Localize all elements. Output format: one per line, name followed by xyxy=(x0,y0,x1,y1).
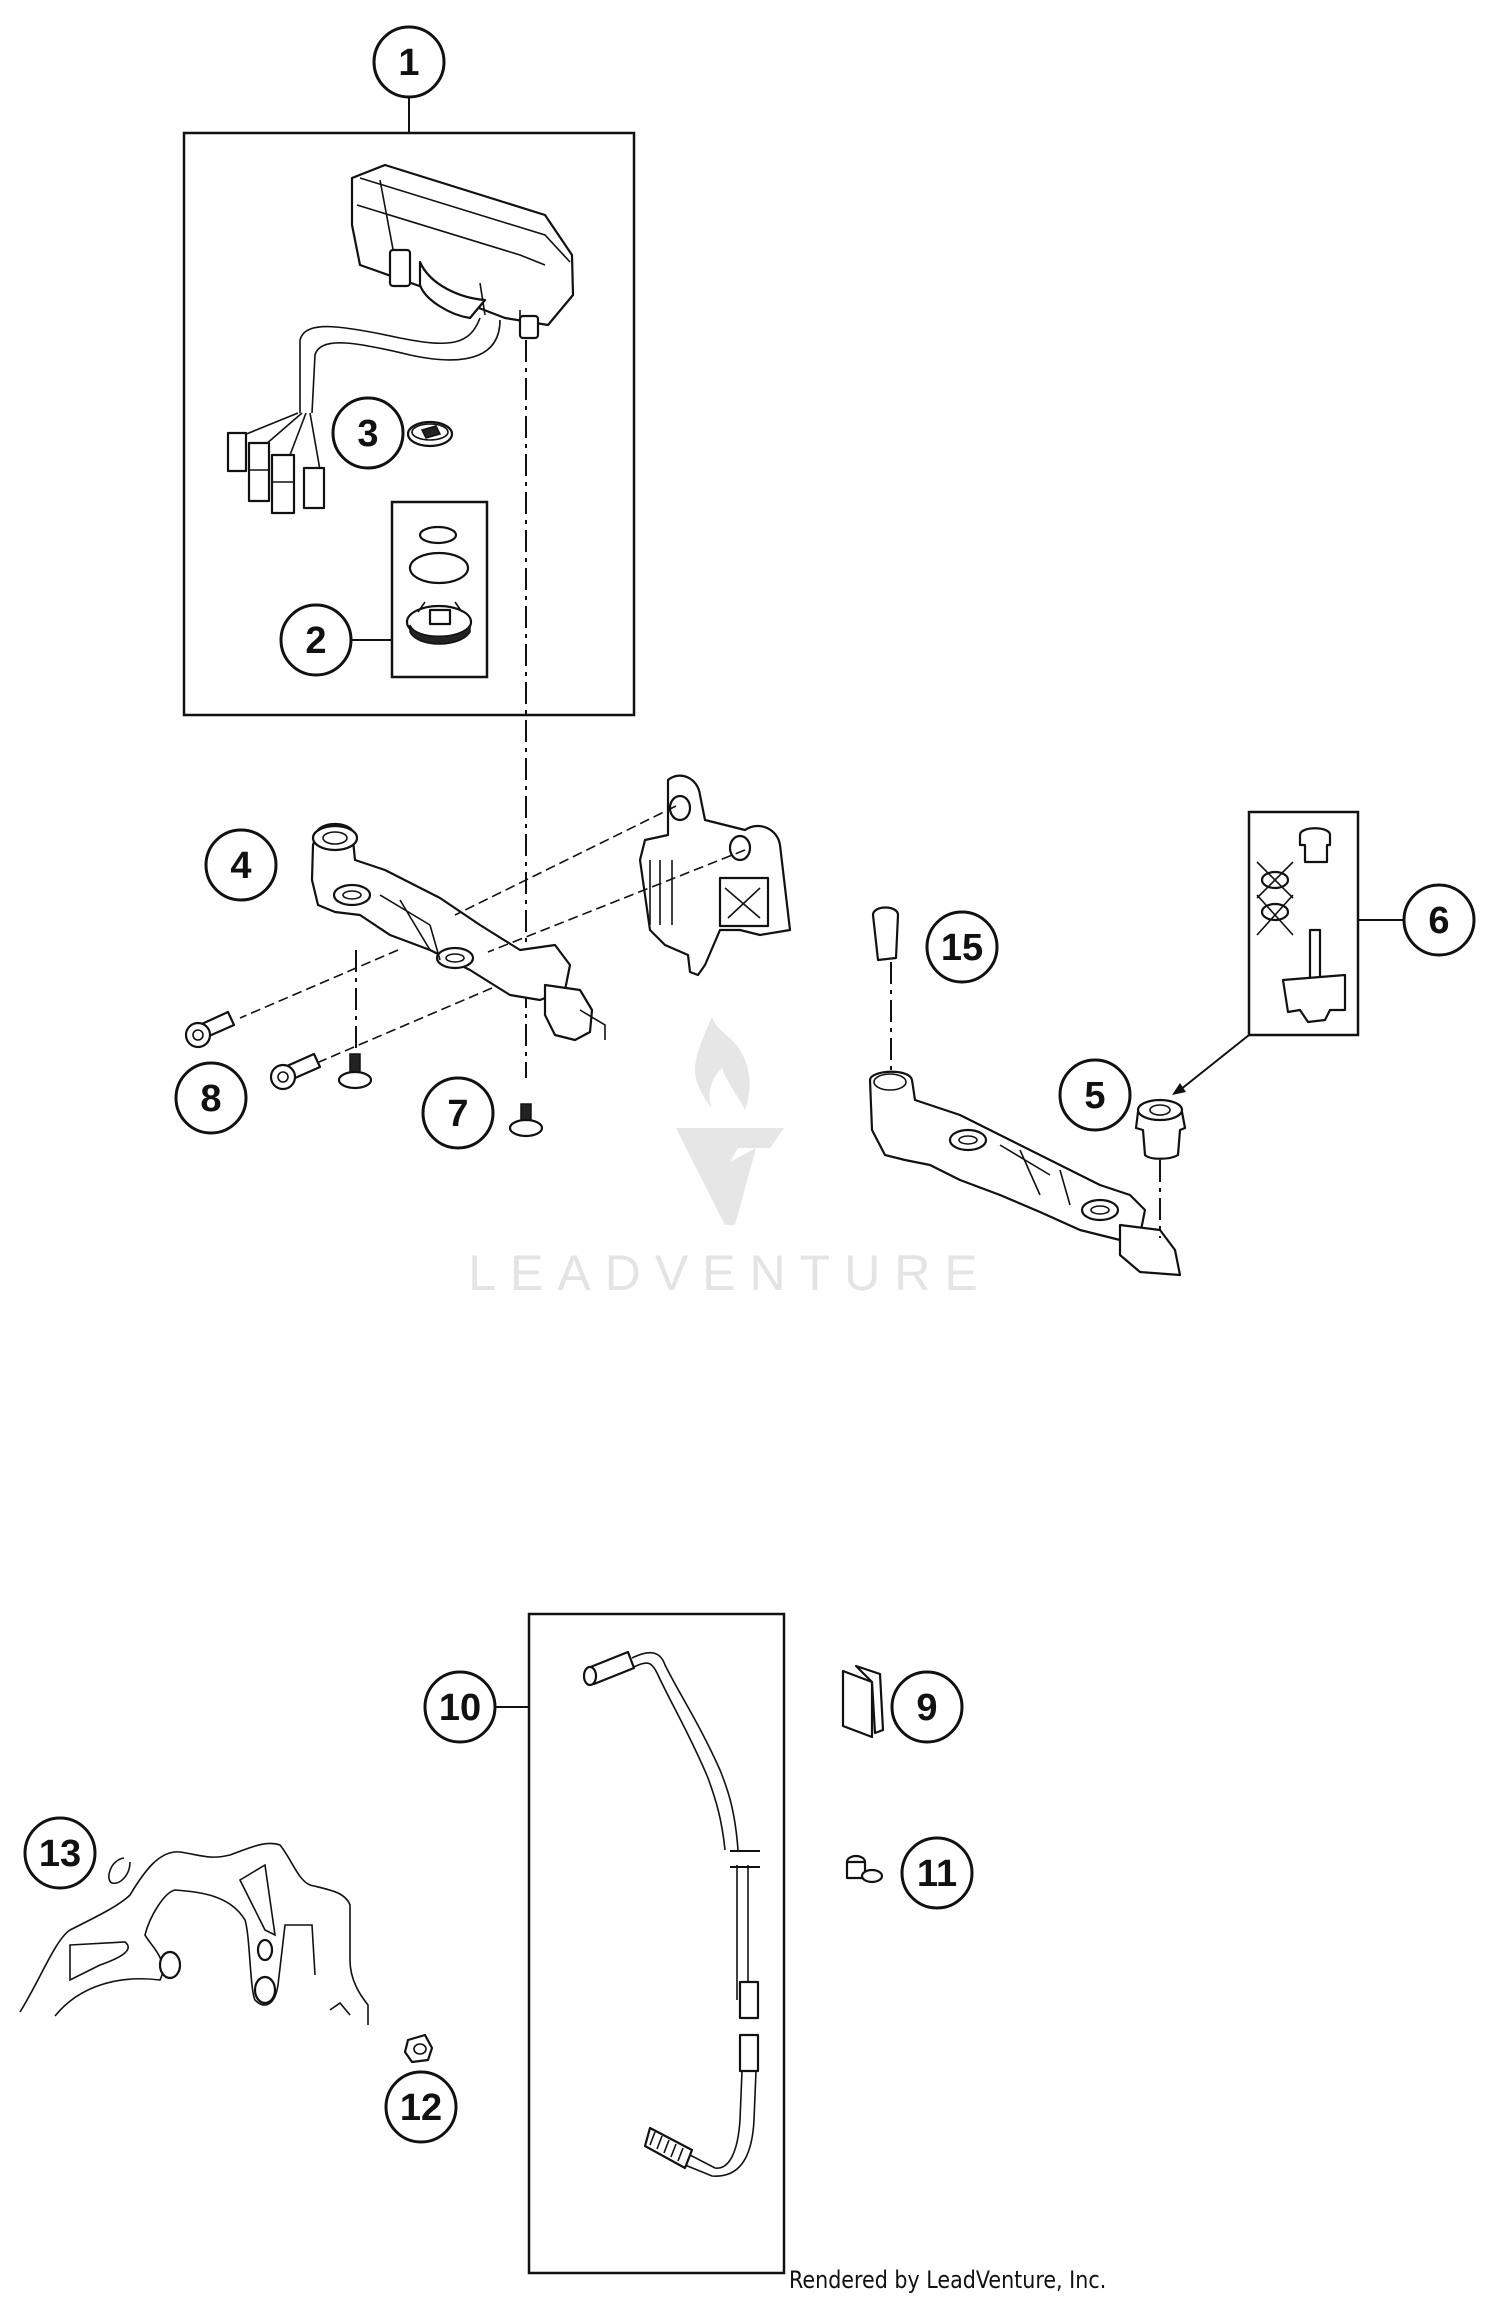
cable-clip-part[interactable] xyxy=(841,1664,885,1739)
callout-label: 15 xyxy=(941,927,983,969)
nut-12-part[interactable] xyxy=(403,2033,434,2064)
brake-caliper-bracket-part[interactable] xyxy=(19,1842,369,2025)
callout-label: 5 xyxy=(1084,1075,1105,1117)
kit-box-10 xyxy=(527,1612,786,2275)
callout-6[interactable]: 6 xyxy=(1402,883,1476,957)
callout-13[interactable]: 13 xyxy=(23,1816,97,1890)
callout-4[interactable]: 4 xyxy=(204,828,278,902)
callout-3[interactable]: 3 xyxy=(331,396,405,470)
callout-label: 6 xyxy=(1428,900,1449,942)
callout-label: 2 xyxy=(305,620,326,662)
callout-15[interactable]: 15 xyxy=(925,910,999,984)
kit-box-6 xyxy=(1247,810,1360,1037)
clip-13-part[interactable] xyxy=(108,1857,131,1885)
callout-label: 1 xyxy=(398,42,419,84)
cable-clamp-part[interactable] xyxy=(845,1854,884,1884)
flame-logo-icon xyxy=(676,1017,784,1225)
screw-parts[interactable] xyxy=(337,1053,544,1138)
kit-box-2 xyxy=(390,500,489,679)
leadventure-watermark: LEADVENTURE xyxy=(468,1017,992,1301)
callout-5[interactable]: 5 xyxy=(1058,1058,1132,1132)
callout-label: 7 xyxy=(447,1093,468,1135)
callout-8[interactable]: 8 xyxy=(174,1061,248,1135)
connector-plugs-part[interactable] xyxy=(226,412,326,515)
seal-kit-parts[interactable] xyxy=(405,525,473,645)
callout-1[interactable]: 1 xyxy=(372,25,446,99)
watermark-text: LEADVENTURE xyxy=(468,1245,992,1301)
callout-11[interactable]: 11 xyxy=(900,1836,974,1910)
callout-label: 3 xyxy=(357,413,378,455)
instrument-cluster-part[interactable] xyxy=(299,163,575,414)
callout-label: 4 xyxy=(230,845,251,887)
bracket-assembly-right[interactable] xyxy=(868,906,1182,1277)
bolt-parts[interactable] xyxy=(184,1010,322,1091)
instrument-bracket-part[interactable] xyxy=(310,774,792,1042)
rubber-bushing-part[interactable] xyxy=(1134,1098,1187,1238)
callout-2[interactable]: 2 xyxy=(279,603,353,677)
mounting-kit-parts[interactable] xyxy=(1256,827,1347,1024)
cap-part[interactable] xyxy=(406,420,454,448)
sensor-cable-part[interactable] xyxy=(582,1650,760,2177)
callout-label: 12 xyxy=(400,2087,442,2129)
callout-label: 10 xyxy=(439,1687,481,1729)
rendered-by-footer: Rendered by LeadVenture, Inc. xyxy=(789,2266,1107,2294)
callout-label: 13 xyxy=(39,1833,81,1875)
callout-12[interactable]: 12 xyxy=(384,2070,458,2144)
callout-9[interactable]: 9 xyxy=(890,1670,964,1744)
callout-label: 11 xyxy=(917,1853,957,1895)
callout-label: 8 xyxy=(200,1078,221,1120)
callout-label: 9 xyxy=(916,1687,937,1729)
callout-7[interactable]: 7 xyxy=(421,1076,495,1150)
callout-10[interactable]: 10 xyxy=(423,1670,497,1744)
